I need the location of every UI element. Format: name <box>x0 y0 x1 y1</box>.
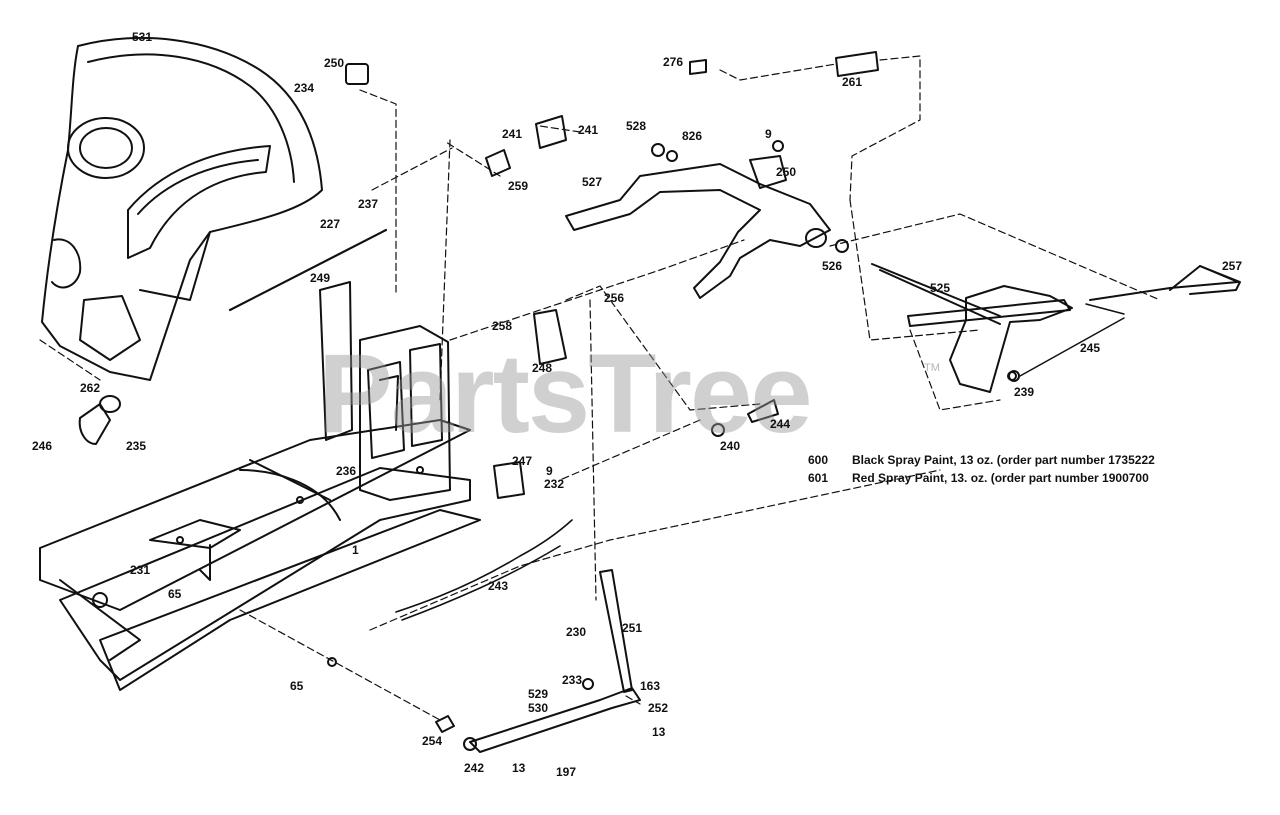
callout-527[interactable]: 527 <box>582 175 603 189</box>
callout-232[interactable]: 232 <box>544 477 565 491</box>
lift-linkage-part <box>565 140 849 299</box>
callout-526[interactable]: 526 <box>822 259 843 273</box>
callout-9[interactable]: 9 <box>765 127 772 141</box>
frame-part <box>39 419 481 691</box>
callout-252[interactable]: 252 <box>648 701 669 715</box>
callout-258[interactable]: 258 <box>492 319 513 333</box>
legend-code: 600 <box>808 453 829 467</box>
callout-531[interactable]: 531 <box>132 30 153 44</box>
callout-235[interactable]: 235 <box>126 439 147 453</box>
callout-245[interactable]: 245 <box>1080 341 1101 355</box>
callout-9[interactable]: 9 <box>546 464 553 478</box>
callout-244[interactable]: 244 <box>770 417 791 431</box>
callout-256[interactable]: 256 <box>604 291 625 305</box>
callout-250[interactable]: 250 <box>324 56 345 70</box>
callout-227[interactable]: 227 <box>320 217 341 231</box>
callout-230[interactable]: 230 <box>566 625 587 639</box>
callout-13[interactable]: 13 <box>512 761 526 775</box>
callout-257[interactable]: 257 <box>1222 259 1243 273</box>
small-parts <box>78 51 1125 733</box>
callout-236[interactable]: 236 <box>336 464 357 478</box>
lower-rod-part <box>463 569 641 753</box>
callout-233[interactable]: 233 <box>562 673 583 687</box>
callout-826[interactable]: 826 <box>682 129 703 143</box>
dash-tower-part <box>319 281 451 501</box>
callout-242[interactable]: 242 <box>464 761 485 775</box>
callout-234[interactable]: 234 <box>294 81 315 95</box>
callout-249[interactable]: 249 <box>310 271 331 285</box>
legend-row-601: 601 Red Spray Paint, 13. oz. (order part … <box>808 472 1149 484</box>
callout-261[interactable]: 261 <box>842 75 863 89</box>
callout-239[interactable]: 239 <box>1014 385 1035 399</box>
legend-text: Red Spray Paint, 13. oz. (order part num… <box>852 471 1149 485</box>
hood-part <box>41 37 323 381</box>
callout-528[interactable]: 528 <box>626 119 647 133</box>
callout-1[interactable]: 1 <box>352 543 359 557</box>
callout-259[interactable]: 259 <box>508 179 529 193</box>
pedal-assembly-part <box>871 263 1241 393</box>
watermark-text: PartsTree <box>318 331 813 456</box>
callout-197[interactable]: 197 <box>556 765 577 779</box>
callout-163[interactable]: 163 <box>640 679 661 693</box>
callout-246[interactable]: 246 <box>32 439 53 453</box>
callout-530[interactable]: 530 <box>528 701 549 715</box>
callout-237[interactable]: 237 <box>358 197 379 211</box>
callout-529[interactable]: 529 <box>528 687 549 701</box>
callout-243[interactable]: 243 <box>488 579 509 593</box>
callout-231[interactable]: 231 <box>130 563 151 577</box>
legend-row-600: 600 Black Spray Paint, 13 oz. (order part… <box>808 454 1155 466</box>
legend-code: 601 <box>808 471 829 485</box>
callout-241[interactable]: 241 <box>502 127 523 141</box>
callout-65[interactable]: 65 <box>290 679 304 693</box>
callout-13[interactable]: 13 <box>652 725 666 739</box>
callout-262[interactable]: 262 <box>80 381 101 395</box>
legend-text: Black Spray Paint, 13 oz. (order part nu… <box>852 453 1155 467</box>
spring-part <box>395 519 573 621</box>
callout-248[interactable]: 248 <box>532 361 553 375</box>
callout-65[interactable]: 65 <box>168 587 182 601</box>
callout-241[interactable]: 241 <box>578 123 599 137</box>
callout-254[interactable]: 254 <box>422 734 443 748</box>
callout-525[interactable]: 525 <box>930 281 951 295</box>
callout-276[interactable]: 276 <box>663 55 684 69</box>
callout-250[interactable]: 250 <box>776 165 797 179</box>
callout-240[interactable]: 240 <box>720 439 741 453</box>
watermark-trademark: TM <box>924 362 940 374</box>
dashed-leader-lines <box>39 55 1161 721</box>
callout-247[interactable]: 247 <box>512 454 533 468</box>
callout-251[interactable]: 251 <box>622 621 643 635</box>
